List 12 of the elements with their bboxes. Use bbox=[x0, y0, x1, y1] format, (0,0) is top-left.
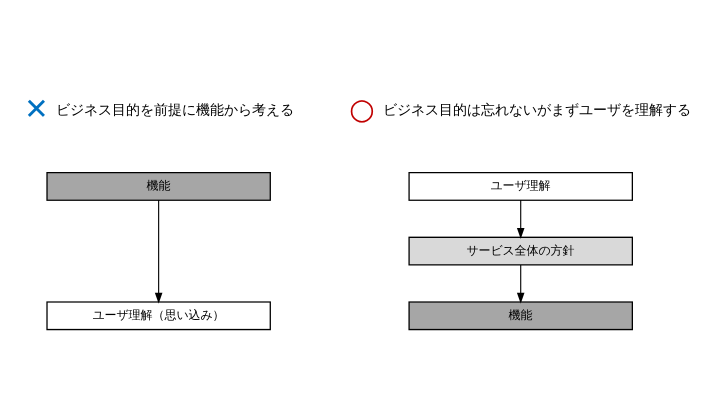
arrow bbox=[154, 200, 162, 304]
node-box: 機能 bbox=[46, 172, 271, 201]
node-box: ユーザ理解（思い込み） bbox=[46, 301, 271, 330]
label: ビジネス目的を前提に機能から考える bbox=[56, 102, 294, 119]
label: ビジネス目的は忘れないがまずユーザを理解する bbox=[382, 102, 691, 119]
label: ✕ bbox=[24, 92, 49, 126]
node-box: サービス全体の方針 bbox=[408, 236, 633, 266]
arrow bbox=[516, 265, 525, 304]
label: ○ bbox=[349, 92, 375, 126]
node-box: 機能 bbox=[408, 301, 633, 330]
node-box: ユーザ理解 bbox=[408, 172, 633, 201]
arrow bbox=[516, 200, 525, 239]
